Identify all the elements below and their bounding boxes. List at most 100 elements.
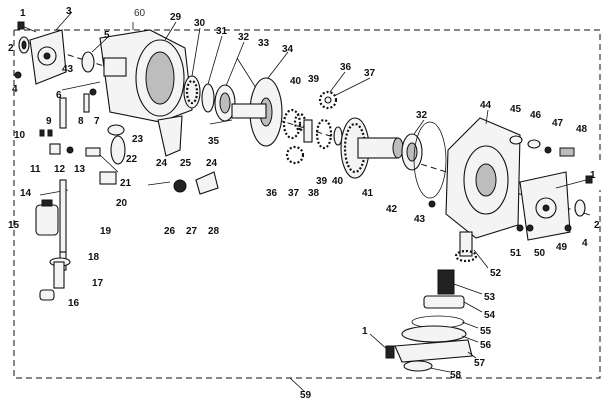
bolts-10: [39, 129, 53, 137]
callout-14: 14: [20, 188, 32, 199]
end-cover: [29, 29, 67, 85]
callout-1c: 1: [590, 170, 596, 181]
bearing-56: [401, 325, 467, 343]
right-housing-44: [445, 117, 521, 239]
bracket-20: [99, 171, 117, 185]
callout-31: 31: [216, 26, 228, 37]
callout-5: 5: [104, 30, 110, 41]
callout-27: 27: [186, 226, 198, 237]
spline-53: [437, 269, 455, 295]
callout-55: 55: [480, 326, 492, 337]
callout-22: 22: [126, 154, 138, 165]
callout-39a: 39: [308, 74, 320, 85]
callout-52: 52: [490, 268, 502, 279]
leader-lines: [55, 11, 489, 373]
callout-2a: 2: [8, 43, 14, 54]
main-housing: [99, 29, 193, 123]
seal-2b: [574, 199, 586, 217]
bearing-32b: [401, 133, 423, 171]
cover-57: [394, 339, 473, 363]
bolt-35: [209, 119, 233, 125]
callout-21: 21: [120, 178, 132, 189]
callout-12: 12: [54, 164, 66, 175]
plug-45: [509, 135, 523, 145]
nut-12: [66, 146, 74, 154]
assembly-boundary: [13, 29, 601, 379]
fork-28: [195, 171, 219, 195]
callout-59: 59: [300, 390, 312, 400]
seal-58: [403, 360, 433, 372]
lever-17: [49, 257, 71, 289]
callout-26: 26: [164, 226, 176, 237]
callout-19: 19: [100, 226, 112, 237]
leader-59: [289, 377, 306, 393]
callout-28: 28: [208, 226, 220, 237]
bolt-1: [17, 21, 37, 33]
pin-8: [83, 93, 90, 113]
bolt-50: [526, 224, 534, 232]
pin-6: [61, 81, 101, 91]
callout-3: 3: [66, 6, 72, 17]
callout-2b: 2: [594, 220, 600, 231]
callout-38: 38: [308, 188, 320, 199]
callout-8: 8: [78, 116, 84, 127]
pinion-52: [454, 231, 478, 263]
flange-34: [231, 77, 283, 147]
callout-4a: 4: [12, 84, 18, 95]
callout-43a: 43: [62, 64, 74, 75]
callout-4b: 4: [582, 238, 588, 249]
ring-31: [201, 83, 215, 113]
callout-39b: 39: [316, 176, 328, 187]
callout-37a: 37: [364, 68, 376, 79]
callout-47: 47: [552, 118, 564, 129]
callout-41: 41: [362, 188, 374, 199]
callout-40b: 40: [332, 176, 344, 187]
handle-16: [39, 289, 55, 301]
callout-44: 44: [480, 100, 492, 111]
callout-25: 25: [180, 158, 192, 169]
callout-35: 35: [208, 136, 220, 147]
washer-7: [89, 88, 97, 96]
callout-58: 58: [450, 370, 462, 381]
gasket-42: [413, 121, 447, 199]
plug-46: [527, 139, 541, 149]
clip-11: [49, 143, 61, 155]
callout-34: 34: [282, 44, 294, 55]
callout-9: 9: [46, 116, 52, 127]
callout-37b: 37: [288, 188, 300, 199]
bolt-1c: [555, 175, 593, 189]
callout-10: 10: [14, 130, 26, 141]
callout-24b: 24: [206, 158, 218, 169]
callout-29: 29: [170, 12, 182, 23]
callout-20: 20: [116, 198, 128, 209]
callout-30: 30: [194, 18, 206, 29]
gear-39b: [315, 118, 333, 150]
gear-36a: [318, 90, 338, 110]
spring-27: [173, 179, 187, 193]
joint-13: [85, 147, 101, 157]
callout-49: 49: [556, 242, 568, 253]
callout-51: 51: [510, 248, 522, 259]
callout-15: 15: [8, 220, 20, 231]
bushing-22: [110, 135, 126, 165]
bolt-1b: [385, 345, 395, 359]
right-cover-49: [519, 171, 571, 241]
callout-32b: 32: [416, 110, 428, 121]
callout-43b: 43: [414, 214, 426, 225]
callout-56: 56: [480, 340, 492, 351]
shaft-9: [59, 97, 67, 129]
callout-13: 13: [74, 164, 86, 175]
pin-26: [147, 181, 171, 186]
callout-24a: 24: [156, 158, 168, 169]
seal-5: [81, 51, 95, 73]
bearing-54: [423, 295, 465, 309]
callout-53: 53: [484, 292, 496, 303]
callout-16: 16: [68, 298, 80, 309]
shaft-38: [303, 119, 313, 143]
seal-2: [18, 36, 30, 54]
callout-23: 23: [132, 134, 144, 145]
gear-40a: [282, 108, 302, 140]
callout-1b: 1: [362, 326, 368, 337]
callout-7: 7: [94, 116, 100, 127]
